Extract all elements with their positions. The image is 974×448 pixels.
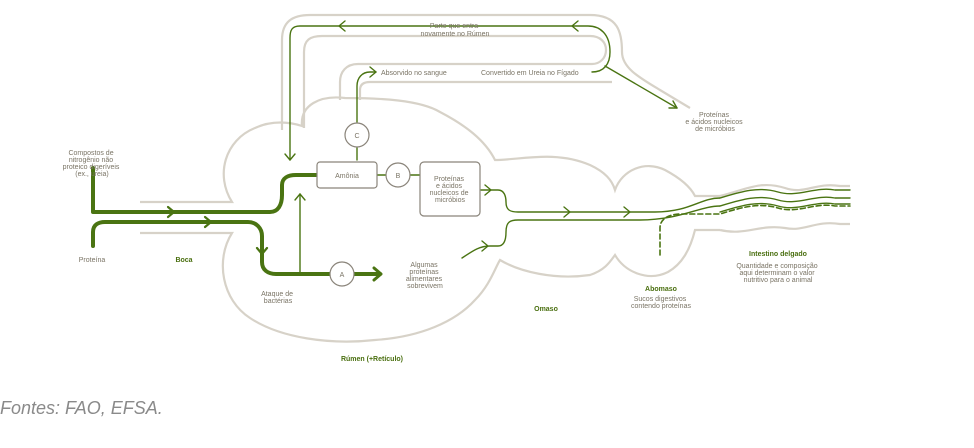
intestine-wave-1 — [719, 188, 851, 199]
arrow-compostos-input — [91, 166, 318, 214]
arrow-box-omaso-head1 — [484, 184, 492, 196]
intestine-wave-2 — [719, 196, 851, 207]
nitrogen-flow-diagram: Amônia B C A Proteínas e ácidos nucleico… — [63, 13, 851, 363]
arrow-algumas-head — [481, 240, 489, 252]
label-proteinas-microbios: Proteínas e ácidos nucleicos de micróbio… — [685, 112, 744, 133]
label-rumen: Rúmen (+Retículo) — [341, 356, 403, 363]
arrow-top-head-1 — [571, 20, 579, 32]
label-quantidade: Quantidade e composição aqui determinam … — [736, 263, 819, 284]
arrow-box-omaso-head2 — [563, 206, 571, 218]
node-c-label: C — [354, 133, 359, 140]
arrow-compostos-chevron — [166, 205, 176, 219]
arrow-top-head-2 — [338, 20, 346, 32]
arrow-to-microbios — [604, 65, 678, 109]
flow-arrows — [91, 20, 851, 282]
label-parte: Parte que entra novamente no Rúmen — [421, 23, 490, 38]
node-b — [385, 162, 411, 188]
arrow-convertido — [289, 25, 611, 161]
arrow-c-up-head — [369, 66, 377, 78]
node-a-label: A — [340, 272, 345, 279]
digestive-tract-outline — [140, 13, 850, 343]
label-abomaso: Abomaso — [645, 286, 677, 293]
arrow-to-microbios-head — [668, 100, 678, 109]
node-c — [344, 122, 370, 148]
label-absorvido: Absorvido no sangue — [381, 70, 447, 77]
proteinas-box — [419, 161, 481, 217]
label-convertido: Convertido em Ureia no Fígado — [481, 70, 579, 77]
label-boca: Boca — [175, 257, 192, 264]
arrow-c-up — [356, 71, 377, 123]
arrow-up-ataque-head — [294, 193, 306, 201]
amonia-label: Amônia — [335, 173, 359, 180]
label-omaso: Omaso — [534, 306, 558, 313]
arrow-proteina-input — [91, 220, 332, 276]
arrow-down-left-head — [284, 153, 296, 161]
arrow-box-omaso-head3 — [623, 206, 631, 218]
arrow-down-rumen — [255, 246, 269, 256]
node-b-label: B — [396, 173, 401, 180]
source-caption: Fontes: FAO, EFSA. — [0, 398, 163, 418]
label-ataque: Ataque de bactérias — [261, 291, 295, 305]
node-a — [329, 261, 355, 287]
nodes — [316, 122, 481, 287]
label-sucos: Sucos digestivos contendo proteínas — [631, 296, 691, 310]
label-compostos: Compostos de nitrogênio não proteico dig… — [63, 150, 122, 178]
intestine-wave-3 — [719, 202, 851, 213]
arrow-algumas — [461, 205, 721, 259]
arrow-box-omaso — [480, 189, 721, 213]
label-algumas: Algumas proteínas alimentares sobrevivem — [406, 262, 444, 290]
arrow-a-head — [372, 266, 383, 282]
abomaso-dashed — [659, 204, 851, 256]
arrow-proteina-chevron — [203, 215, 213, 229]
amonia-box — [316, 161, 378, 189]
label-proteina: Proteína — [79, 257, 106, 264]
label-intestino: Intestino delgado — [749, 251, 807, 258]
proteinas-box-label: Proteínas e ácidos nucleicos de micróbio… — [430, 176, 471, 204]
